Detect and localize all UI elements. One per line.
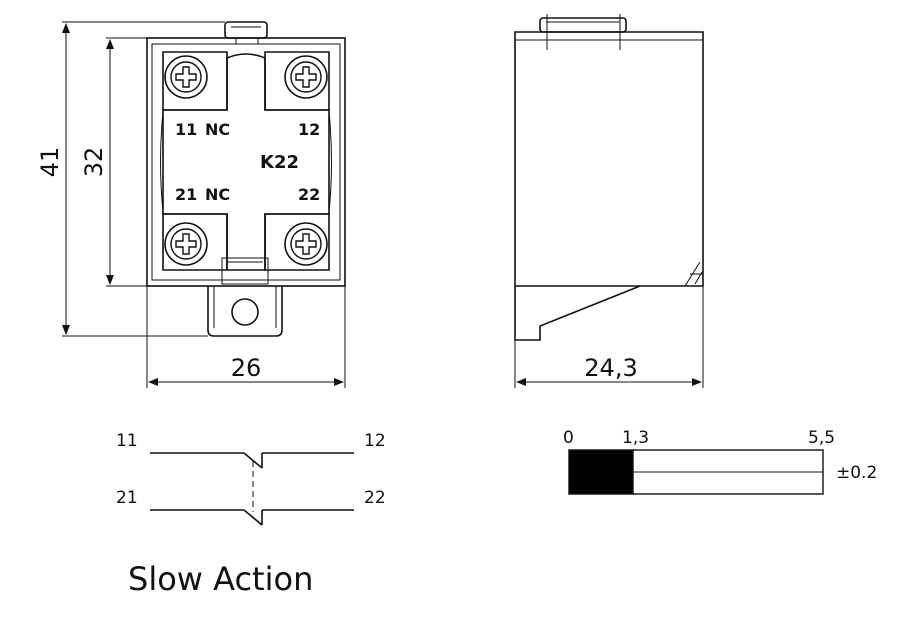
dim-height-total: 41 bbox=[36, 147, 64, 178]
travel-diagram: 0 1,3 5,5 ±0.2 bbox=[563, 428, 877, 495]
travel-end-label: 5,5 bbox=[808, 428, 835, 448]
screw-top-right-icon bbox=[284, 55, 328, 99]
contact-schematic: 11 12 21 22 Slow Action bbox=[116, 431, 386, 598]
front-dimensions: 41 32 26 bbox=[36, 21, 346, 388]
contact-a-left-label: 11 bbox=[116, 431, 138, 451]
dim-depth: 24,3 bbox=[584, 354, 637, 382]
side-dimensions: 24,3 bbox=[514, 14, 704, 388]
travel-tolerance-label: ±0.2 bbox=[836, 463, 877, 483]
terminal-11-nc-tag: NC bbox=[205, 120, 230, 139]
front-body-outline bbox=[146, 37, 346, 287]
screw-bottom-right-icon bbox=[284, 222, 328, 266]
travel-start-label: 0 bbox=[563, 428, 574, 448]
travel-switch-label: 1,3 bbox=[622, 428, 649, 448]
terminal-21-nc-tag: NC bbox=[205, 185, 230, 204]
mounting-hole-icon bbox=[231, 298, 259, 326]
terminal-12: 12 bbox=[298, 120, 320, 139]
side-view bbox=[514, 17, 704, 341]
screw-top-left-icon bbox=[164, 55, 208, 99]
contact-a-right-label: 12 bbox=[364, 431, 386, 451]
model-label: K22 bbox=[260, 152, 299, 173]
travel-closed-segment bbox=[568, 449, 634, 495]
schematic-caption: Slow Action bbox=[128, 560, 313, 598]
contact-b-right-label: 22 bbox=[364, 488, 386, 508]
dim-width: 26 bbox=[231, 354, 262, 382]
dim-height-body: 32 bbox=[80, 147, 108, 178]
terminal-22: 22 bbox=[298, 185, 320, 204]
contact-b-left-label: 21 bbox=[116, 488, 138, 508]
screw-bottom-left-icon bbox=[164, 222, 208, 266]
front-view: 11 NC 12 K22 21 NC 22 bbox=[146, 21, 346, 337]
terminal-11: 11 bbox=[175, 120, 197, 139]
terminal-21: 21 bbox=[175, 185, 197, 204]
side-body-outline bbox=[514, 31, 704, 287]
